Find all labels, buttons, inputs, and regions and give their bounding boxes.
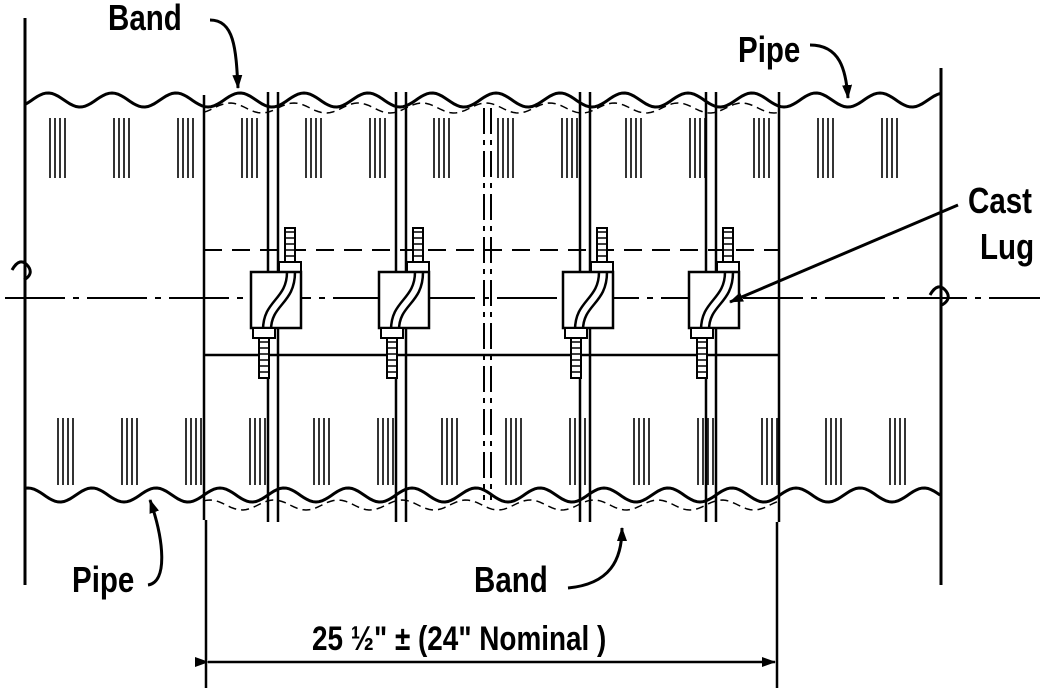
- label-pipe-top: Pipe: [738, 29, 801, 70]
- label-cast: Cast: [968, 180, 1032, 221]
- band-bottom-leader: [567, 527, 627, 590]
- pipe-top-leader: [809, 43, 853, 99]
- corrugation-profiles: [24, 91, 941, 511]
- top-band-profile: [203, 102, 778, 114]
- band-top-leader: [209, 18, 243, 89]
- nut-bottom: [564, 327, 588, 339]
- bolt-shank: [581, 271, 609, 331]
- dimension-label: 25 ½" ± (24" Nominal ): [312, 620, 607, 658]
- bottom-band-profile: [203, 499, 778, 511]
- bolt-top: [412, 227, 424, 265]
- bolt-bottom: [570, 337, 582, 379]
- nut-top: [406, 261, 430, 273]
- nut-bottom: [380, 327, 404, 339]
- nut-bottom: [690, 327, 714, 339]
- bolt-top: [596, 227, 608, 265]
- bolt-shank: [261, 271, 289, 331]
- bolt-shank: [707, 271, 735, 331]
- bolt-shank: [699, 271, 727, 331]
- bolt-shank: [269, 271, 297, 331]
- label-band-bottom: Band: [474, 559, 548, 600]
- pipe-bottom-leader: [147, 499, 164, 587]
- top-pipe-profile: [24, 91, 941, 109]
- label-pipe-bottom: Pipe: [72, 559, 135, 600]
- bottom-pipe-profile: [24, 486, 941, 504]
- bolt-bottom: [258, 337, 270, 379]
- bolt-top: [284, 227, 296, 265]
- bolt-top: [722, 227, 734, 265]
- left-break-symbol: [10, 260, 32, 282]
- label-lug: Lug: [980, 226, 1035, 267]
- bolt-shank: [389, 271, 417, 331]
- cast-lug-leader: [729, 203, 959, 304]
- label-band-top: Band: [108, 0, 182, 38]
- bolt-bottom: [386, 337, 398, 379]
- nut-top: [278, 261, 302, 273]
- cast-lugs: [249, 227, 741, 379]
- bolt-shank: [573, 271, 601, 331]
- right-break-symbol: [928, 285, 950, 307]
- bolt-bottom: [696, 337, 708, 379]
- nut-top: [590, 261, 614, 273]
- bolt-shank: [397, 271, 425, 331]
- nut-top: [716, 261, 740, 273]
- nut-bottom: [252, 327, 276, 339]
- corrugation-hatching: [49, 118, 906, 485]
